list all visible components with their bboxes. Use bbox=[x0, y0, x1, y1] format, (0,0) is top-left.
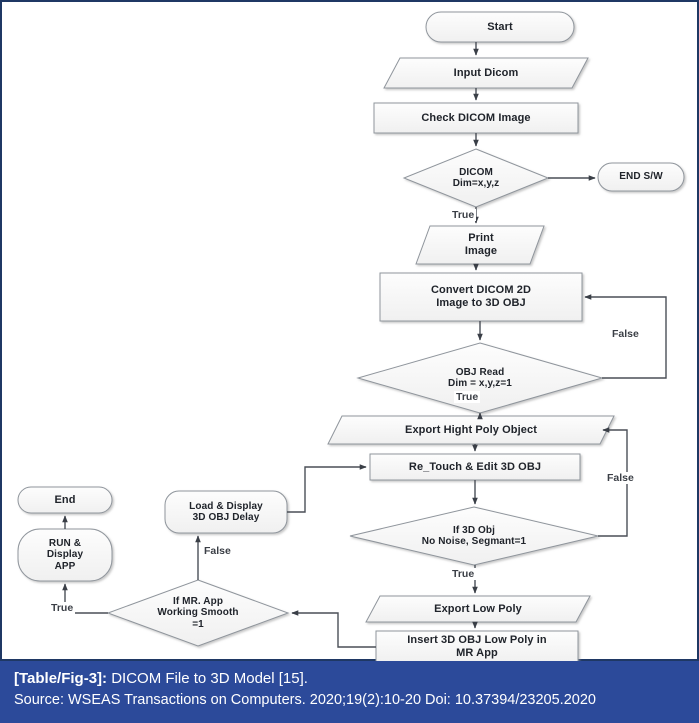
node-export-low-shape bbox=[365, 595, 591, 623]
node-print-image-shape bbox=[415, 225, 545, 265]
node-start-shape bbox=[425, 11, 575, 43]
node-obj-read-shape bbox=[356, 342, 604, 414]
node-insert-obj-shape bbox=[375, 630, 579, 663]
node-dicom-dim-shape bbox=[402, 148, 550, 208]
edge-insert-to-mrsmooth bbox=[291, 610, 376, 648]
node-load-display-shape bbox=[164, 490, 288, 534]
node-run-display-shape bbox=[17, 528, 113, 582]
edge-objcheck-false-loop bbox=[598, 427, 628, 537]
node-obj-check-shape bbox=[349, 506, 599, 566]
node-input-dicom-shape bbox=[383, 57, 589, 89]
caption-source-line: Source: WSEAS Transactions on Computers.… bbox=[14, 691, 596, 708]
caption-figure-tag: [Table/Fig-3]: bbox=[14, 670, 108, 687]
figure-frame: Start Input Dicom Check DICOM Image DICO… bbox=[0, 0, 699, 663]
node-export-high-shape bbox=[327, 415, 615, 445]
node-check-dicom-shape bbox=[373, 102, 579, 134]
node-end-shape bbox=[17, 486, 113, 514]
node-mr-smooth-shape bbox=[106, 579, 290, 647]
edge-mrsmooth-true bbox=[62, 583, 108, 614]
node-retouch-shape bbox=[369, 453, 581, 481]
edge-objread-false-loop bbox=[584, 294, 667, 379]
caption-figure-title: DICOM File to 3D Model [15]. bbox=[107, 670, 308, 687]
edge-loaddisplay-to-retouch bbox=[287, 464, 367, 513]
flowchart-diagram bbox=[2, 2, 699, 663]
figure-caption-band: [Table/Fig-3]: DICOM File to 3D Model [1… bbox=[0, 661, 699, 723]
caption-title-line: [Table/Fig-3]: DICOM File to 3D Model [1… bbox=[14, 668, 687, 690]
node-end-sw-shape bbox=[597, 162, 685, 192]
node-convert-shape bbox=[379, 272, 583, 322]
